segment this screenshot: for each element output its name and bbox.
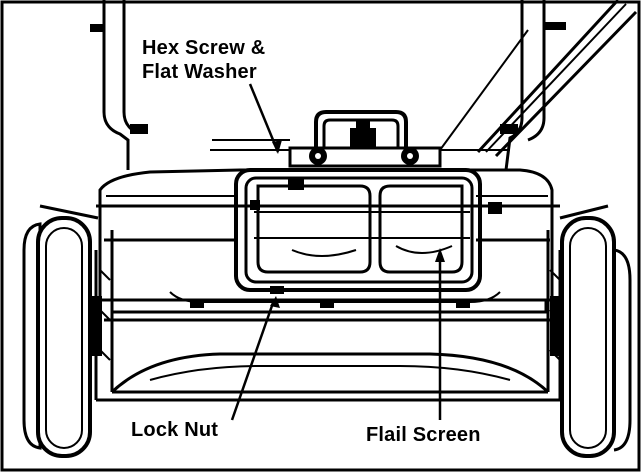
engine-top bbox=[210, 110, 510, 168]
left-wheel bbox=[22, 216, 102, 458]
lock-nut-leader bbox=[230, 299, 276, 421]
leader-lines bbox=[230, 83, 445, 421]
flail-screen bbox=[234, 168, 502, 294]
rear-chute bbox=[96, 352, 560, 402]
handle bbox=[90, 0, 638, 171]
deck bbox=[96, 168, 560, 322]
hex-screw-flat-washer-label: Hex Screw & Flat Washer bbox=[142, 36, 265, 84]
right-wheel bbox=[550, 216, 632, 458]
hex-screw-label-line2: Flat Washer bbox=[142, 61, 257, 83]
flail-screen-label: Flail Screen bbox=[366, 424, 481, 446]
hex-screw-leader bbox=[248, 83, 280, 153]
hex-screw-label-line1: Hex Screw & bbox=[142, 37, 266, 59]
lock-nut-label: Lock Nut bbox=[131, 419, 219, 441]
